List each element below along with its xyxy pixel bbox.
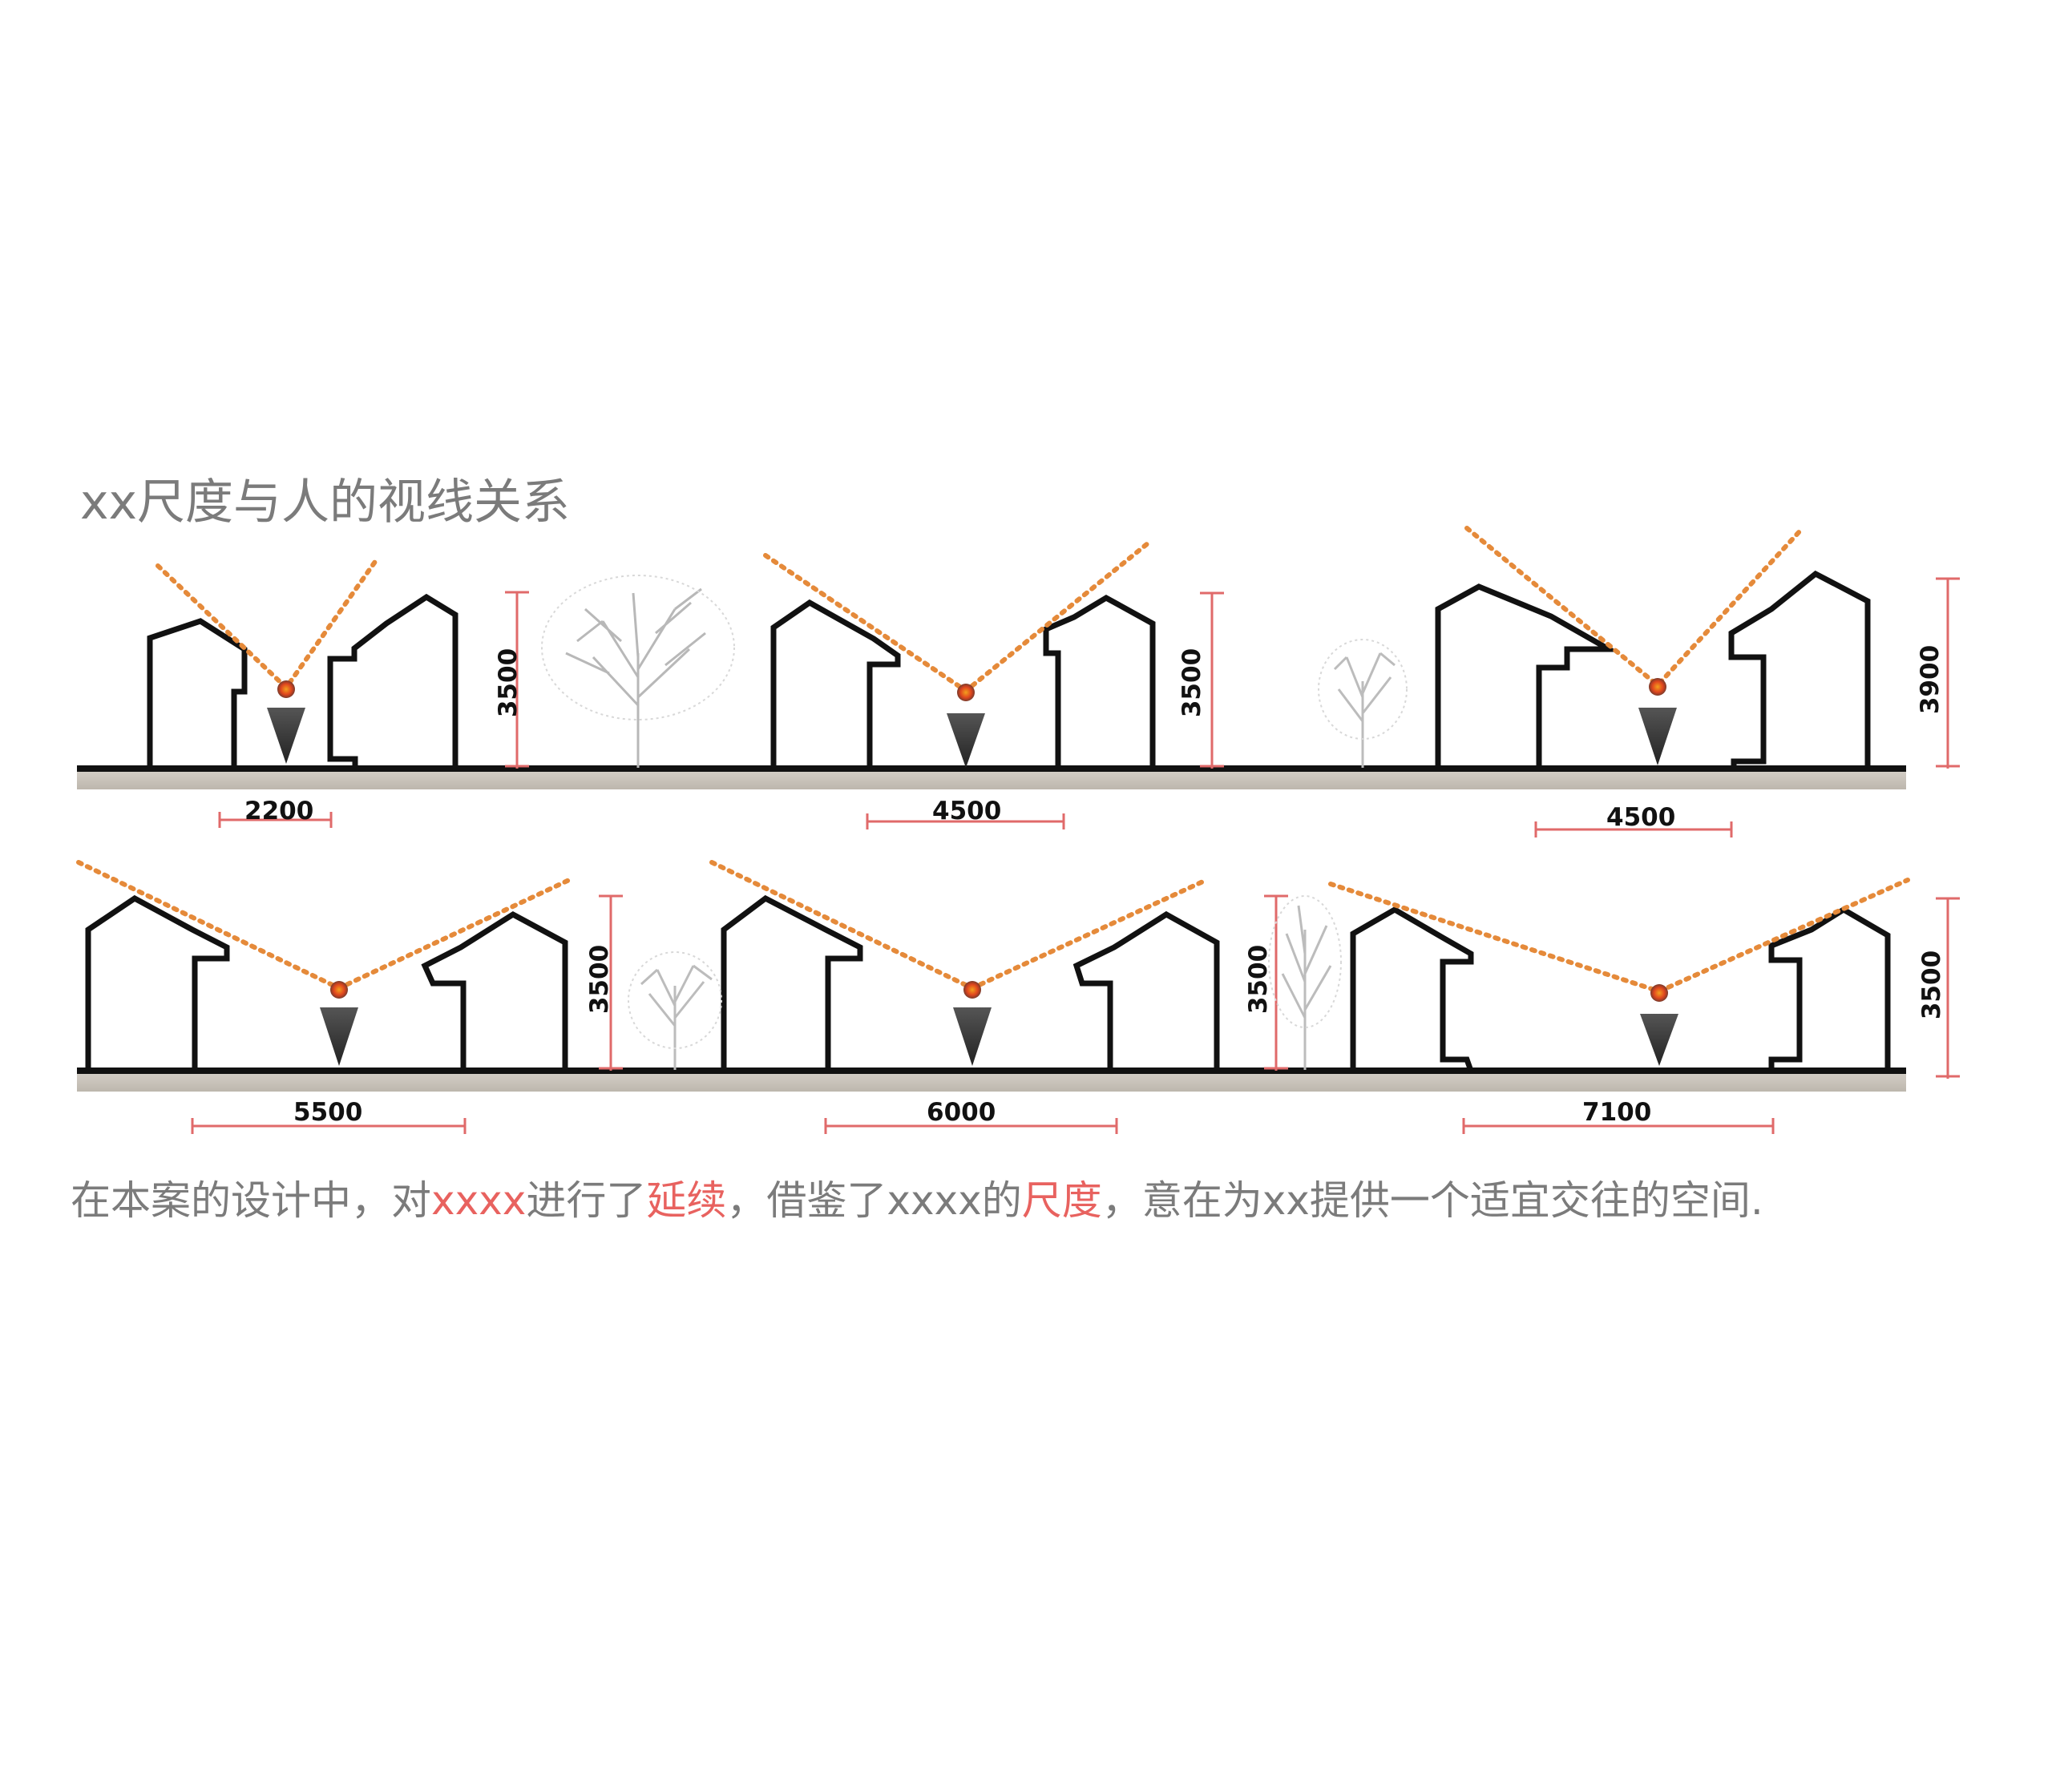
building-left [721, 894, 863, 1071]
dimension-labels: 2200 3500 4500 3500 4500 3900 5500 3500 … [244, 645, 1946, 1127]
building-left [85, 894, 230, 1071]
height-label: 3500 [1177, 648, 1206, 717]
building-right [1043, 594, 1156, 769]
building-left [770, 599, 901, 769]
tree [541, 575, 735, 768]
section-6 [1328, 878, 1960, 1134]
person-figure [320, 1007, 358, 1066]
caption-highlight: 延续 [646, 1177, 727, 1224]
height-dimension [1264, 894, 1288, 1071]
section-4 [76, 860, 623, 1134]
section-5 [709, 860, 1220, 1134]
building-right [421, 910, 568, 1071]
eye-point [277, 680, 295, 698]
height-dimension [1200, 591, 1224, 769]
width-label: 2200 [244, 797, 313, 825]
width-dimension [866, 813, 1065, 829]
person-figure [1638, 708, 1677, 765]
caption: 在本案的设计中，对xxxx进行了延续，借鉴了xxxx的尺度，意在为xx提供一个适… [71, 1168, 1763, 1226]
section-1 [147, 557, 529, 828]
width-label: 4500 [1606, 803, 1675, 832]
person-figure [947, 713, 985, 768]
person-figure [267, 708, 305, 764]
tree [1268, 895, 1342, 1070]
ground-band [77, 772, 1906, 789]
height-dimension [1936, 897, 1960, 1079]
row-1 [77, 526, 1960, 837]
eye-point [1650, 984, 1668, 1002]
person-figure [1640, 1014, 1678, 1066]
width-label: 4500 [932, 797, 1001, 825]
width-label: 6000 [927, 1098, 996, 1127]
width-dimension [218, 812, 333, 828]
building-left [147, 618, 248, 769]
caption-highlight: 尺度 [1021, 1177, 1102, 1224]
building-left [1350, 906, 1474, 1072]
ground-band [77, 1074, 1906, 1092]
sightline [1464, 526, 1804, 689]
height-dimension [505, 591, 529, 769]
building-right [1072, 910, 1220, 1071]
width-dimension [1462, 1118, 1775, 1134]
building-right [1768, 906, 1891, 1071]
caption-text: ，意在为xx提供一个适宜交往的空间. [1101, 1177, 1763, 1224]
tree [628, 951, 722, 1070]
height-label: 3500 [494, 648, 523, 717]
height-dimension [1936, 577, 1960, 769]
building-right [327, 593, 458, 769]
building-right [1728, 570, 1871, 769]
caption-text: ，借鉴了xxxx的 [726, 1177, 1022, 1224]
eye-point [1649, 678, 1666, 696]
tree [1318, 639, 1408, 768]
row-2 [76, 860, 1960, 1134]
width-label: 7100 [1582, 1098, 1651, 1127]
caption-highlight: xxxx [431, 1177, 527, 1224]
height-label: 3500 [1244, 945, 1273, 1014]
diagram-title: xx尺度与人的视线关系 [80, 474, 571, 531]
person-figure [953, 1007, 992, 1066]
width-dimension [1534, 821, 1733, 837]
caption-text: 在本案的设计中，对 [71, 1177, 431, 1224]
height-dimension [599, 894, 623, 1071]
height-label: 3900 [1916, 645, 1945, 714]
sightline [763, 541, 1150, 694]
height-label: 3500 [585, 945, 614, 1014]
building-left [1435, 583, 1620, 769]
width-dimension [191, 1118, 467, 1134]
width-dimension [824, 1118, 1118, 1134]
sightline [1328, 878, 1910, 995]
eye-point [957, 684, 975, 701]
sightline [709, 860, 1209, 991]
section-2 [763, 541, 1224, 829]
eye-point [963, 981, 981, 999]
caption-text: 进行了 [526, 1177, 647, 1224]
height-label: 3500 [1917, 950, 1946, 1019]
width-label: 5500 [293, 1098, 362, 1127]
section-3 [1435, 526, 1960, 837]
eye-point [330, 981, 348, 999]
